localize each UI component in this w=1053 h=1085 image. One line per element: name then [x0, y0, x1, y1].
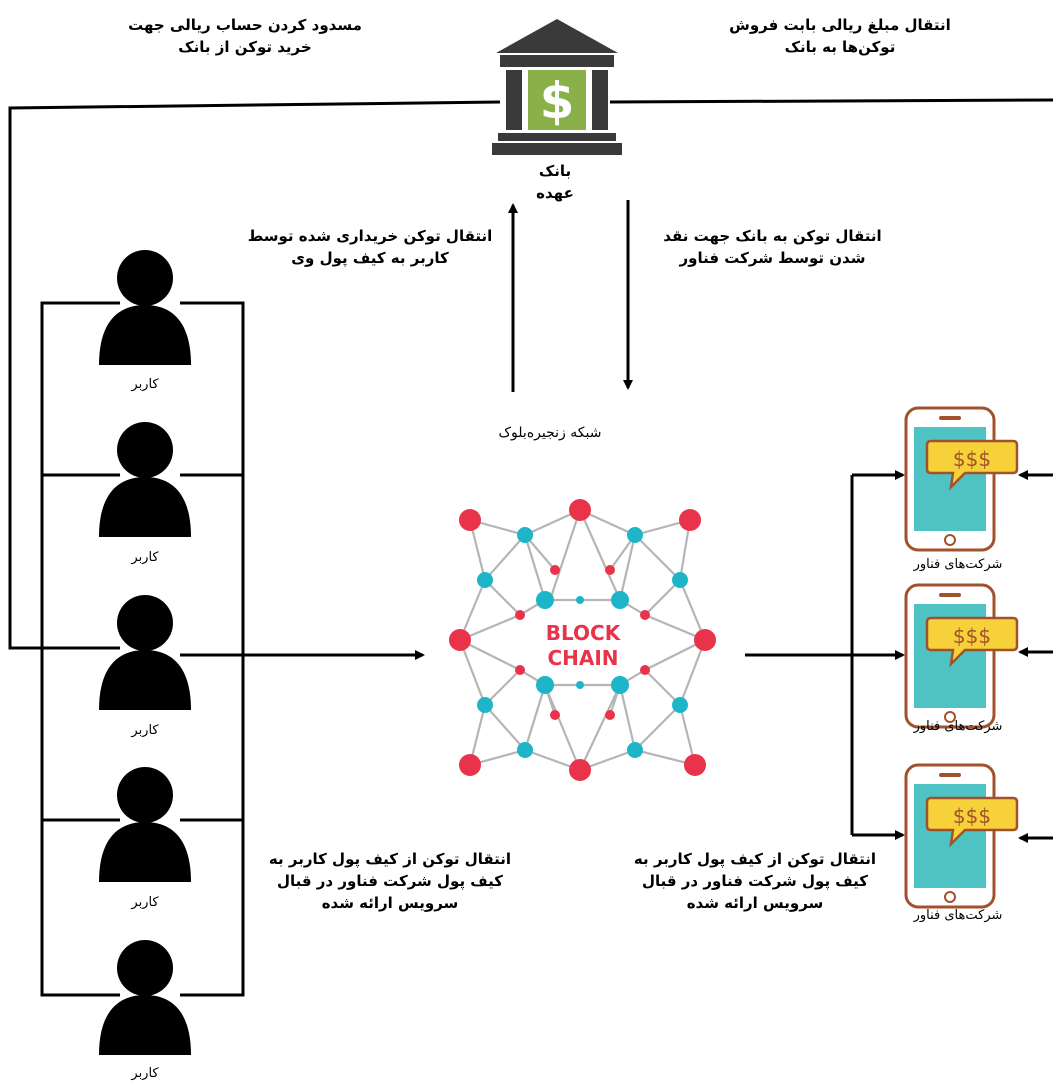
bank-left-connector — [8, 100, 501, 650]
network-caption: شبکه زنجیره‌بلوک — [498, 425, 602, 441]
company-2: $$$ — [903, 582, 1023, 736]
label-line: سرویس ارائه شده — [321, 894, 459, 912]
label-line: شدن توسط شرکت فناور — [679, 249, 866, 267]
svg-text:$: $ — [540, 72, 575, 130]
user-4-label: کاربر — [131, 895, 159, 910]
label-token-to-wallet: انتقال توکن خریداری شده توسط کاربر به کی… — [240, 225, 500, 269]
bank-label-line1: بانک — [538, 162, 572, 180]
bank-right-connector — [609, 98, 1053, 104]
company-1: $$$ — [903, 405, 1023, 559]
user-icon — [99, 767, 191, 882]
label-line: انتقال توکن از کیف پول کاربر به — [268, 850, 512, 868]
company-2-label: شرکت‌های فناور — [913, 719, 1003, 734]
user-5 — [95, 933, 195, 1062]
label-line: انتقال توکن خریداری شده توسط — [247, 227, 493, 245]
blockchain-text-line1: BLOCK — [546, 621, 622, 645]
phone-payment-icon: $$$ — [904, 583, 1019, 729]
label-user-to-company-right: انتقال توکن از کیف پول کاربر به کیف پول … — [610, 848, 900, 914]
label-line: انتقال توکن به بانک جهت نقد — [663, 227, 882, 245]
label-line: کیف پول شرکت فناور در قبال — [276, 872, 504, 890]
company-1-bubble: $$$ — [953, 447, 991, 471]
user-icon — [99, 250, 191, 365]
phone-payment-icon: $$$ — [904, 763, 1019, 909]
user-icon — [99, 595, 191, 710]
user-3-label: کاربر — [131, 723, 159, 738]
user-icon — [99, 422, 191, 537]
user-1 — [95, 243, 195, 372]
label-line: کاربر به کیف پول وی — [291, 249, 449, 267]
label-line: انتقال توکن از کیف پول کاربر به — [633, 850, 877, 868]
label-line: خرید توکن از بانک — [178, 38, 312, 56]
blockchain-network-icon: BLOCK CHAIN — [449, 499, 716, 781]
user-3 — [95, 588, 195, 717]
user-1-label: کاربر — [131, 377, 159, 392]
label-freeze-account: مسدود کردن حساب ریالی جهت خرید توکن از ب… — [100, 14, 390, 58]
label-token-to-bank: انتقال توکن به بانک جهت نقد شدن توسط شرک… — [645, 225, 900, 269]
label-line: سرویس ارائه شده — [686, 894, 824, 912]
company-1-label: شرکت‌های فناور — [913, 557, 1003, 572]
users-bracket — [40, 301, 120, 997]
user-2-label: کاربر — [131, 550, 159, 565]
label-line: کیف پول شرکت فناور در قبال — [641, 872, 869, 890]
label-line: توکن‌ها به بانک — [784, 38, 896, 56]
user-icon — [99, 940, 191, 1055]
label-line: مسدود کردن حساب ریالی جهت — [128, 16, 362, 34]
user-4 — [95, 760, 195, 889]
user-2 — [95, 415, 195, 544]
label-line: انتقال مبلغ ریالی بابت فروش — [729, 16, 951, 34]
blockchain-text-line2: CHAIN — [547, 646, 618, 670]
label-user-to-company-left: انتقال توکن از کیف پول کاربر به کیف پول … — [250, 848, 530, 914]
label-rial-transfer: انتقال مبلغ ریالی بابت فروش توکن‌ها به ب… — [710, 14, 970, 58]
company-3-bubble: $$$ — [953, 804, 991, 828]
bank-dollar-icon: $ — [492, 19, 622, 155]
company-3-label: شرکت‌های فناور — [913, 908, 1003, 923]
company-2-bubble: $$$ — [953, 624, 991, 648]
user-5-label: کاربر — [131, 1066, 159, 1081]
company-3: $$$ — [903, 762, 1023, 916]
phone-payment-icon: $$$ — [904, 406, 1019, 552]
bank-label: بانک عهده — [500, 160, 610, 204]
bank-label-line2: عهده — [536, 184, 574, 202]
